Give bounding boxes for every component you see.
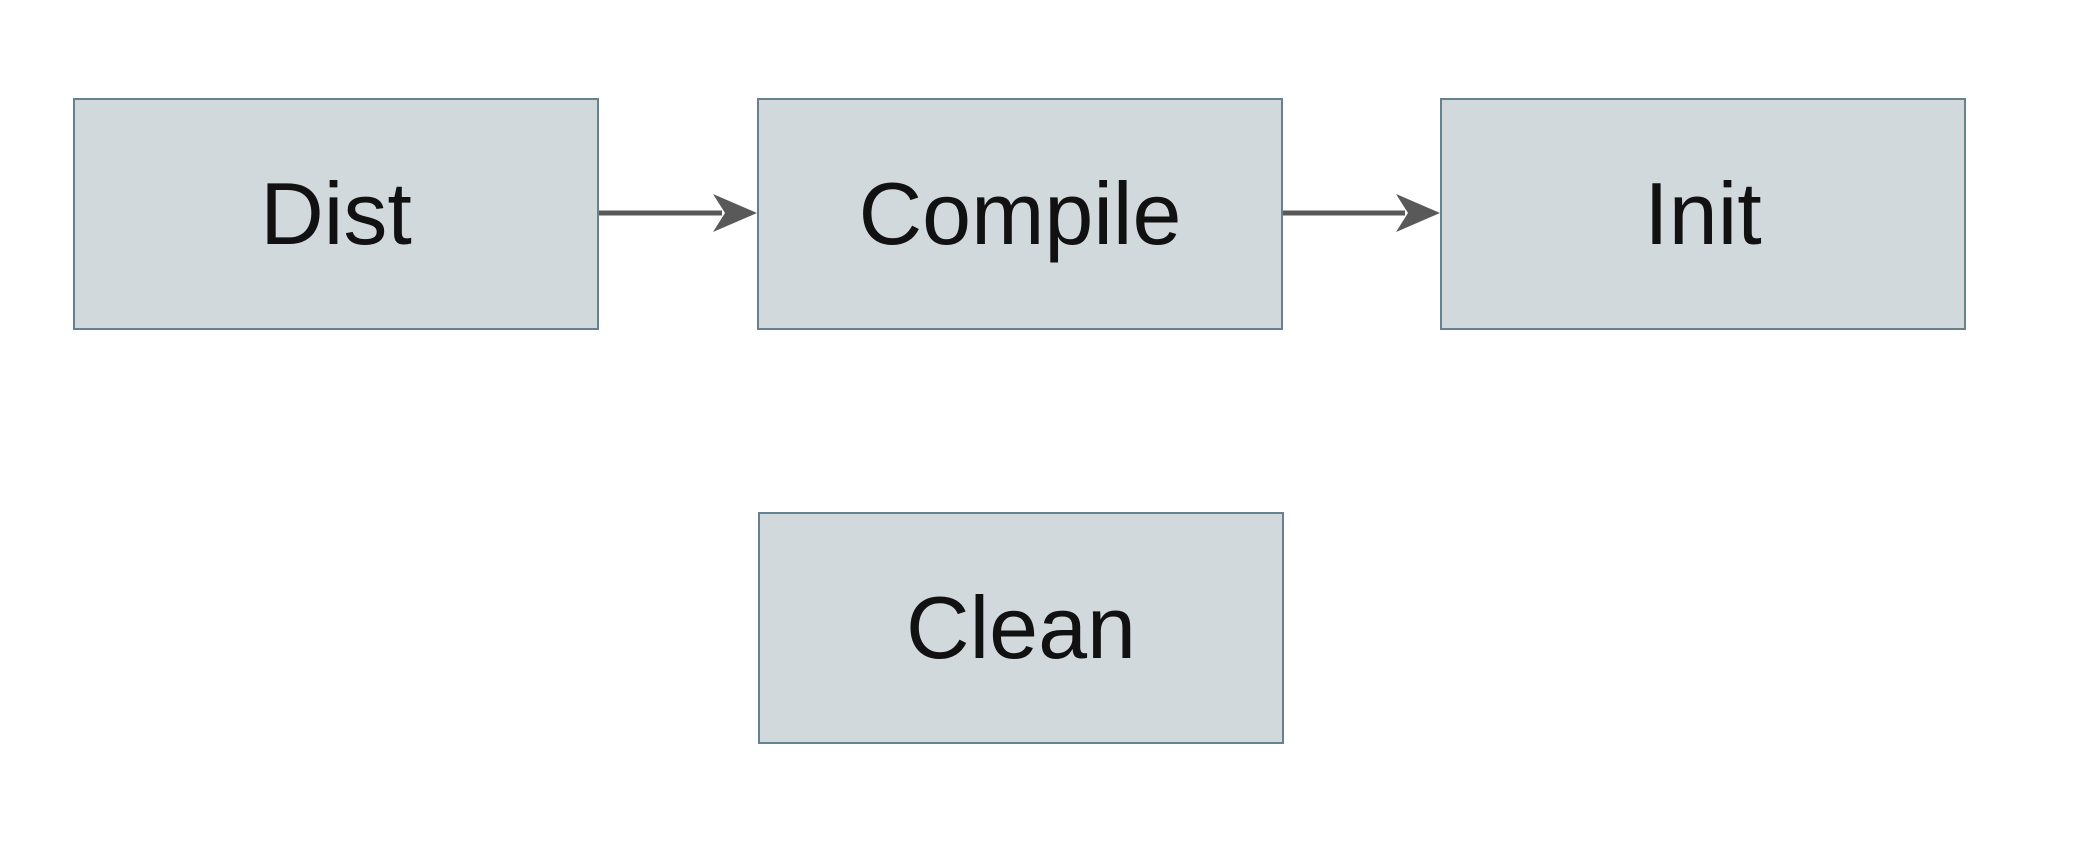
arrow-head-icon	[1396, 194, 1440, 232]
arrow-head-icon	[713, 194, 757, 232]
node-dist-label: Dist	[260, 164, 412, 263]
node-clean: Clean	[758, 512, 1284, 744]
node-compile: Compile	[757, 98, 1283, 330]
node-clean-label: Clean	[906, 578, 1136, 677]
node-compile-label: Compile	[858, 164, 1182, 263]
node-init: Init	[1440, 98, 1966, 330]
node-dist: Dist	[73, 98, 599, 330]
arrow-compile-to-init	[1283, 194, 1440, 232]
node-init-label: Init	[1644, 164, 1762, 263]
arrow-dist-to-compile	[599, 194, 757, 232]
